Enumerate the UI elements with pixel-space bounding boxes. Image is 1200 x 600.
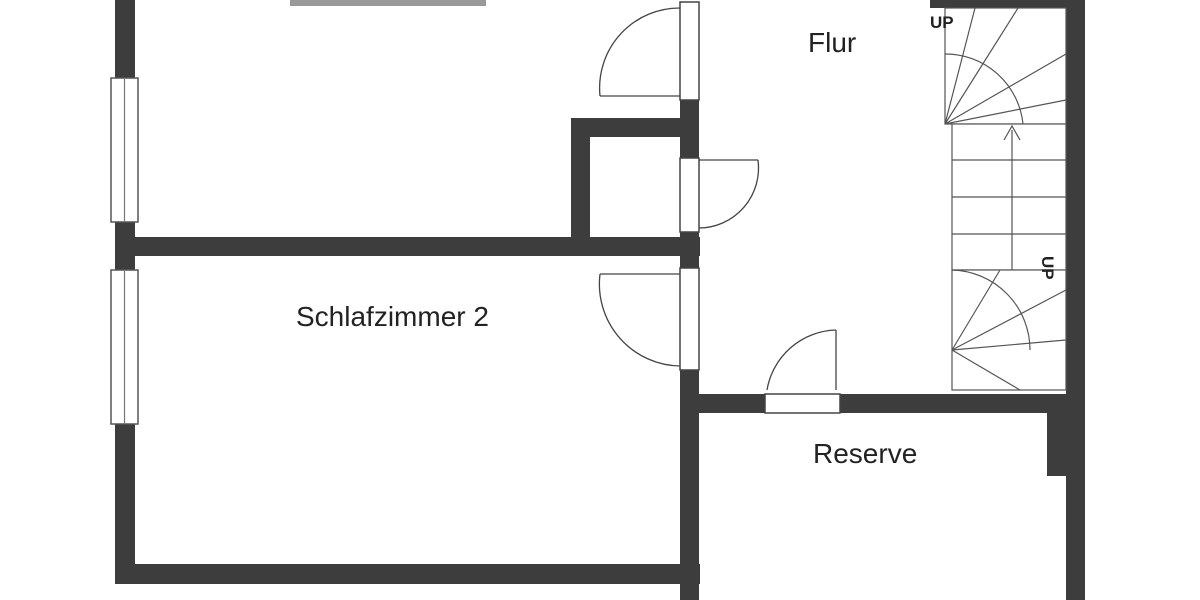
walls <box>115 0 1085 600</box>
stair-upper-landing <box>944 7 1067 125</box>
corridor-wall-segment-2 <box>680 232 699 268</box>
stair-up-label-top: UP <box>930 13 954 32</box>
west-window-lower <box>110 269 139 425</box>
bedroom-divider-wall <box>115 237 700 256</box>
reserve-north-wall-right <box>840 394 1085 413</box>
staircase <box>944 7 1067 391</box>
door-closet <box>679 157 760 233</box>
reserve-north-wall-left <box>699 394 765 413</box>
stair-lower-landing <box>951 269 1067 391</box>
stair-up-label-side: UP <box>1038 256 1057 280</box>
door-reserve <box>764 329 841 414</box>
room-label-hallway: Flur <box>808 27 856 58</box>
room-label-storage: Reserve <box>813 438 917 469</box>
room-label-bedroom-2: Schlafzimmer 2 <box>296 301 489 332</box>
east-wall-pier <box>1047 394 1066 476</box>
closet-wall-top <box>571 118 699 137</box>
stair-top-wall <box>930 0 1070 8</box>
east-wall <box>1066 0 1085 600</box>
door-upper-room <box>598 1 700 101</box>
west-wall-lower <box>115 424 135 584</box>
corridor-wall-segment-1 <box>680 100 699 158</box>
closet-wall-left <box>571 118 590 238</box>
cut-off-room-label: ▬▬▬▬▬▬▬ <box>290 0 486 12</box>
west-wall-upper <box>115 0 135 78</box>
door-bedroom-2 <box>598 267 700 371</box>
west-window-upper <box>110 77 139 223</box>
corridor-wall-segment-3 <box>680 370 699 600</box>
south-wall-bedroom <box>115 564 700 584</box>
